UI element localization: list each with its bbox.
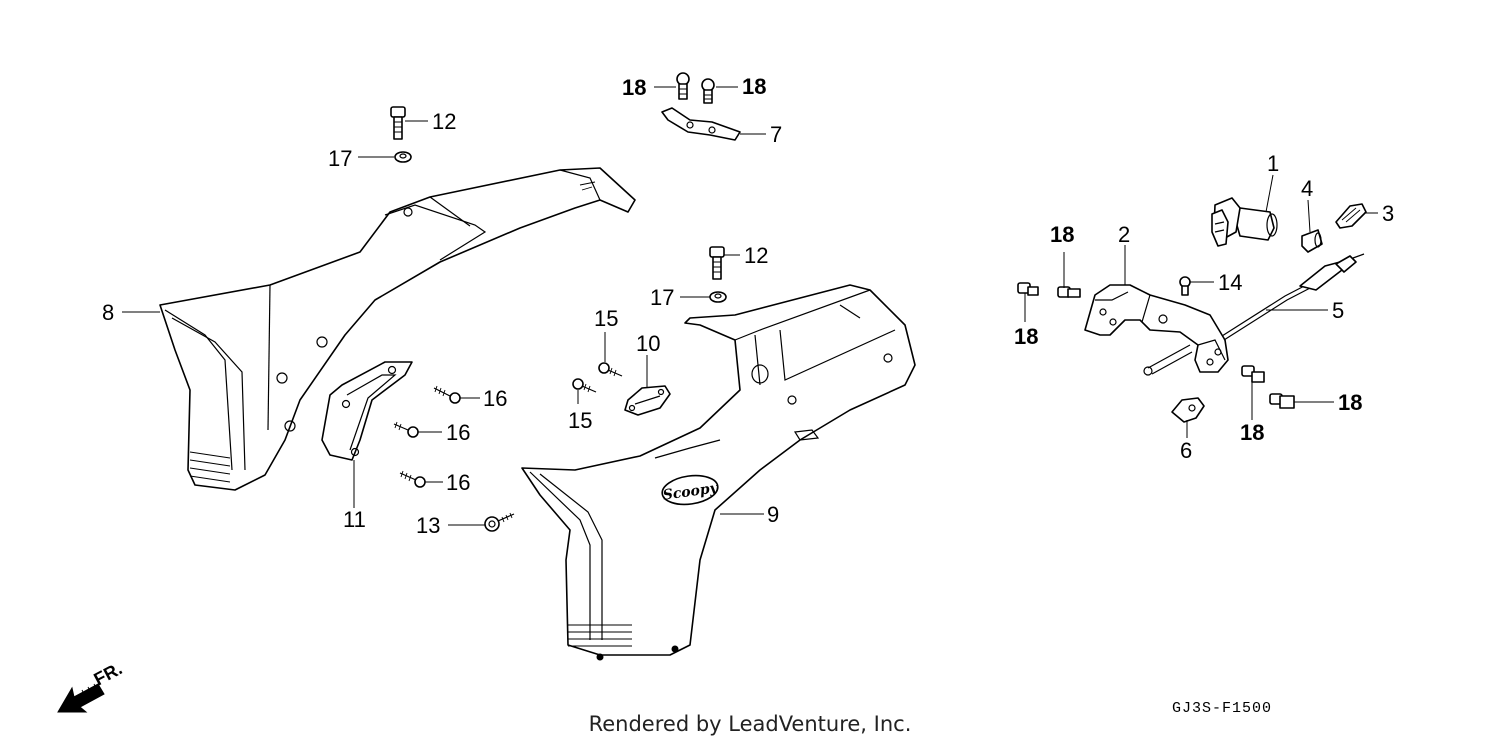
callout-18: 18 <box>742 74 766 99</box>
screw-14[interactable] <box>1179 276 1191 296</box>
screw-16-c[interactable] <box>399 470 426 488</box>
part-10-clip[interactable] <box>624 385 671 416</box>
part-7-top-bracket[interactable] <box>661 107 741 141</box>
screw-15-lower[interactable] <box>572 378 597 393</box>
callout-15: 15 <box>594 306 618 331</box>
callout-14: 14 <box>1218 270 1242 295</box>
callout-1: 1 <box>1267 151 1279 176</box>
callout-11: 11 <box>343 507 366 532</box>
callout-18: 18 <box>1338 390 1362 415</box>
screw-15-upper[interactable] <box>598 362 623 377</box>
scoopy-emblem-text: Scoopy <box>662 480 720 504</box>
callout-6: 6 <box>1180 438 1192 463</box>
screw-16-a[interactable] <box>433 385 461 404</box>
callout-13: 13 <box>416 513 440 538</box>
part-1-key-lock[interactable] <box>1211 197 1278 247</box>
callout-18: 18 <box>622 75 646 100</box>
callout-16: 16 <box>446 420 470 445</box>
part-9-right-side-cover[interactable]: Scoopy <box>521 284 916 661</box>
callout-9: 9 <box>767 502 779 527</box>
part-2-lock-bracket[interactable] <box>1084 284 1229 376</box>
part-8-left-side-cover[interactable] <box>159 167 636 491</box>
callout-7: 7 <box>770 122 782 147</box>
render-credit: Rendered by LeadVenture, Inc. <box>588 712 912 736</box>
callout-8: 8 <box>102 300 114 325</box>
callout-15: 15 <box>568 408 592 433</box>
bolt-12-left[interactable] <box>390 106 406 140</box>
callout-3: 3 <box>1382 201 1394 226</box>
callout-16: 16 <box>446 470 470 495</box>
callout-17: 17 <box>328 146 352 171</box>
diagram-code: GJ3S-F1500 <box>1172 700 1273 717</box>
callout-18: 18 <box>1050 222 1074 247</box>
front-direction-arrow: FR. <box>57 658 125 713</box>
callout-labels: 18 18 7 12 17 8 12 17 15 15 10 16 16 16 … <box>102 74 1394 538</box>
bolt-18-top-left[interactable] <box>676 72 690 100</box>
nut-17-right[interactable] <box>709 291 727 303</box>
part-11-bracket-plate[interactable] <box>321 361 413 461</box>
bolt-18-top-right[interactable] <box>701 78 715 104</box>
callout-2: 2 <box>1118 222 1130 247</box>
callout-16: 16 <box>483 386 507 411</box>
bolt-18-lower-right[interactable] <box>1269 393 1295 409</box>
bolt-18-left-upper[interactable] <box>1017 282 1039 296</box>
callout-12: 12 <box>744 243 768 268</box>
bolt-12-right[interactable] <box>709 246 725 280</box>
callout-18: 18 <box>1014 324 1038 349</box>
callout-18: 18 <box>1240 420 1264 445</box>
callout-5: 5 <box>1332 298 1344 323</box>
part-5-cable[interactable] <box>1221 253 1365 341</box>
nut-17-left[interactable] <box>394 151 412 163</box>
callout-10: 10 <box>636 331 660 356</box>
bolt-13[interactable] <box>484 512 515 532</box>
part-6-clamp[interactable] <box>1171 397 1205 423</box>
part-4-collar[interactable] <box>1301 229 1323 253</box>
screw-16-b[interactable] <box>393 421 419 438</box>
callout-4: 4 <box>1301 176 1313 201</box>
callout-12: 12 <box>432 109 456 134</box>
callout-17: 17 <box>650 285 674 310</box>
part-3-lock-cap[interactable] <box>1335 203 1367 229</box>
leader-lines <box>122 86 1378 526</box>
bolt-18-mid[interactable] <box>1057 286 1081 298</box>
bolt-18-lower-mid[interactable] <box>1241 365 1265 383</box>
